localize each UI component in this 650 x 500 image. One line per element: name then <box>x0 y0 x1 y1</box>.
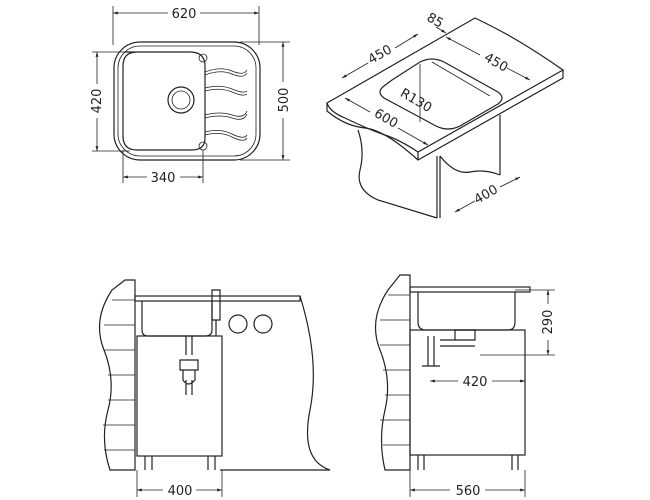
wall <box>98 279 136 471</box>
dim-cutout-b: 450 <box>481 50 510 75</box>
overflow-pipe <box>211 289 221 336</box>
sink-outline <box>113 41 261 161</box>
side-view-right: 290 420 560 <box>374 274 556 499</box>
tap-hole <box>198 53 208 63</box>
top-view: 620 500 420 340 <box>90 6 292 186</box>
dim-cabinet-width: 400 <box>168 484 193 499</box>
bowl <box>417 292 516 331</box>
waste-pipe <box>422 329 476 367</box>
dim-cabinet: 400 <box>472 182 501 207</box>
cabinet-cut <box>220 295 331 471</box>
cabinet-side <box>357 129 438 219</box>
countertop <box>409 286 531 293</box>
dim-bowl-width: 340 <box>151 171 176 186</box>
cabinet <box>409 329 526 456</box>
pipe-hole <box>253 314 273 334</box>
dim-bowl-depth: 420 <box>90 89 105 114</box>
cabinet-legs <box>144 456 216 470</box>
dim-drain-position: 420 <box>463 375 488 390</box>
bowl-outline <box>122 51 206 151</box>
sink-cutout <box>379 58 503 130</box>
side-view-left: 400 <box>98 279 331 499</box>
iso-view: 450 450 85 R130 600 400 <box>326 10 565 219</box>
pipe-hole <box>228 314 248 334</box>
dim-radius: R130 <box>397 86 434 116</box>
cabinet-legs <box>417 455 519 470</box>
drainer-grooves <box>204 68 248 141</box>
dim-width: 620 <box>172 7 197 22</box>
dim-bowl-height: 290 <box>541 310 556 335</box>
dim-offset: 85 <box>424 10 446 31</box>
dim-cutout-a: 450 <box>366 42 395 67</box>
dim-depth: 500 <box>277 88 292 113</box>
countertop <box>134 295 301 302</box>
cabinet <box>136 335 223 457</box>
drain-inner <box>171 90 191 110</box>
waste-trap <box>179 336 199 395</box>
wall <box>374 274 411 471</box>
drain-outer <box>167 86 195 114</box>
dim-cabinet-depth: 560 <box>456 484 481 499</box>
dim-counter-depth: 600 <box>371 106 400 131</box>
countertop <box>326 17 565 153</box>
bowl <box>141 301 213 337</box>
